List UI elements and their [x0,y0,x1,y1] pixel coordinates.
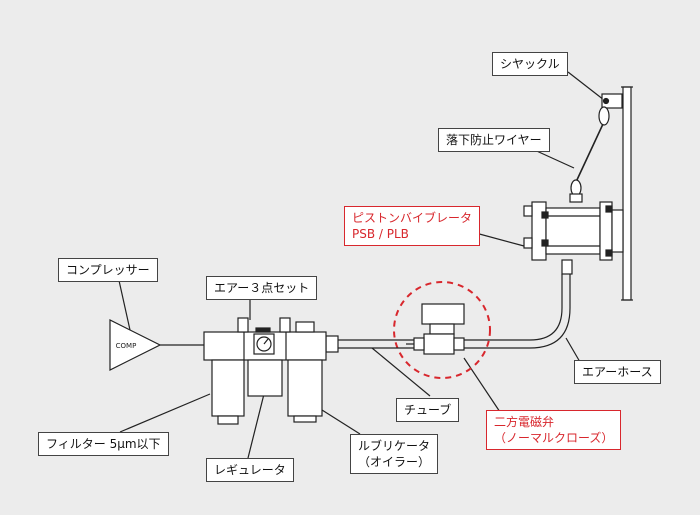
leader-valve [463,357,501,413]
leader-air-hose [565,337,581,363]
label-piston-vibrator: ピストンバイブレータ PSB / PLB [344,206,481,246]
mounting-wall [622,86,632,301]
compressor-symbol [109,319,162,371]
label-air-hose: エアーホース [574,360,661,384]
label-tube: チューブ [396,398,460,422]
valve-highlight-circle [393,281,491,379]
tube [325,335,414,353]
label-compressor: コンプレッサー [58,258,158,282]
label-lubricator: ルブリケータ （オイラー） [350,434,439,474]
piston-vibrator [523,201,624,275]
label-regulator: レギュレータ [206,458,294,482]
filter-bowl [211,359,245,417]
leader-vibrator [471,231,525,247]
label-safety-wire: 落下防止ワイヤー [438,128,550,152]
air-3-point-set [203,317,327,425]
air-hose [462,274,571,349]
shackle [598,106,610,126]
label-solenoid-valve: 二方電磁弁 （ノーマルクローズ） [486,410,622,450]
leader-lubricator [321,409,361,435]
comp-mark: COMP [116,342,137,350]
shackle-bracket [601,93,623,109]
label-shackle: シヤックル [492,52,568,76]
label-air-3-point-set: エアー３点セット [206,276,318,300]
leader-filter [119,393,211,433]
safety-wire [575,123,604,183]
regulator-body [247,359,283,397]
leader-compressor [117,275,131,331]
leader-regulator [247,393,265,459]
label-filter: フィルター 5μm以下 [38,432,169,456]
leader-shackle [567,71,605,101]
leader-tube [371,347,431,397]
lubricator-bowl [287,359,323,417]
solenoid-valve [406,303,465,355]
